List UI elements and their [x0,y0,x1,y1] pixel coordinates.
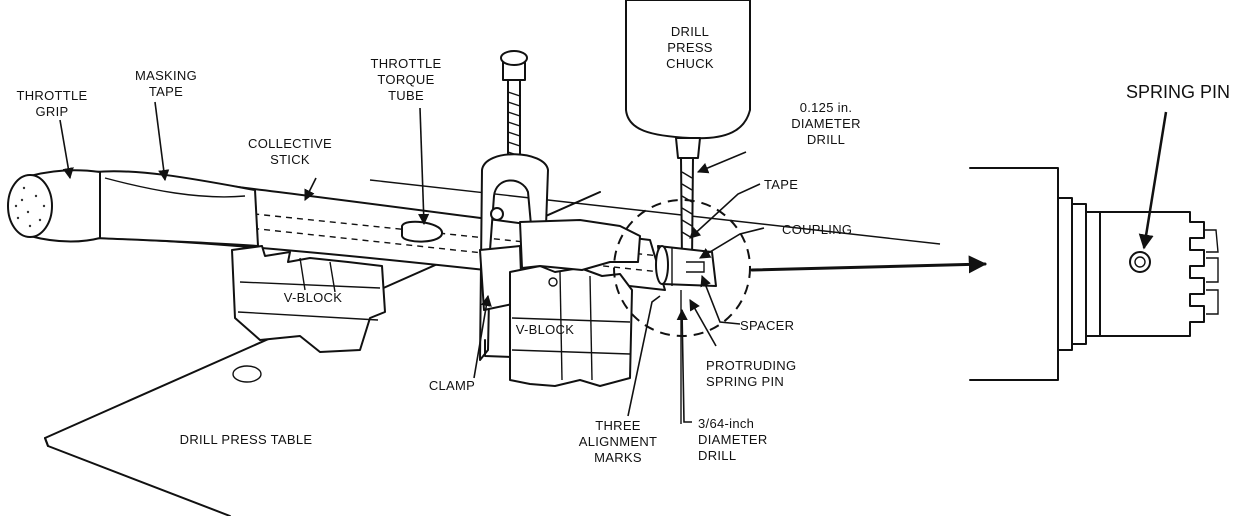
masking-tape [94,170,259,247]
label-throttle-grip: THROTTLE GRIP [16,88,87,119]
svg-text:DRILL: DRILL [671,24,709,39]
svg-text:0.125 in.: 0.125 in. [800,100,853,115]
svg-text:DIAMETER: DIAMETER [791,116,861,131]
label-drill-press-chuck: DRILL PRESS CHUCK [666,24,714,71]
label-collective-stick: COLLECTIVE STICK [248,136,332,167]
svg-text:STICK: STICK [270,152,310,167]
svg-text:3/64-inch: 3/64-inch [698,416,754,431]
label-masking-tape: MASKING TAPE [135,68,197,99]
label-tape: TAPE [764,177,798,192]
label-clamp: CLAMP [429,378,475,393]
svg-text:DRILL: DRILL [698,448,736,463]
svg-text:THREE: THREE [595,418,641,433]
leader-lines [59,101,1168,423]
svg-text:TUBE: TUBE [388,88,424,103]
svg-text:ALIGNMENT: ALIGNMENT [579,434,658,449]
svg-text:PROTRUDING: PROTRUDING [706,358,796,373]
label-spring-pin: SPRING PIN [1126,82,1230,102]
label-three-alignment-marks: THREE ALIGNMENT MARKS [579,418,658,465]
svg-text:GRIP: GRIP [36,104,69,119]
label-spacer: SPACER [740,318,794,333]
svg-text:DIAMETER: DIAMETER [698,432,768,447]
svg-text:THROTTLE: THROTTLE [370,56,441,71]
label-throttle-torque-tube: THROTTLE TORQUE TUBE [370,56,441,103]
svg-text:MARKS: MARKS [594,450,642,465]
svg-text:TORQUE: TORQUE [377,72,434,87]
drill-bit-0125 [680,157,694,263]
label-v-block-right: V-BLOCK [516,322,574,337]
label-drill-press-table: DRILL PRESS TABLE [180,432,313,447]
label-protruding-spring-pin: PROTRUDING SPRING PIN [706,358,796,389]
label-v-block-left: V-BLOCK [284,290,342,305]
svg-text:TAPE: TAPE [149,84,183,99]
svg-text:CHUCK: CHUCK [666,56,714,71]
throttle-torque-tube [401,220,443,243]
detail-coupling-view [969,167,1219,381]
svg-text:DRILL: DRILL [807,132,845,147]
label-drill-0125: 0.125 in. DIAMETER DRILL [791,100,861,147]
v-block-right [509,219,641,387]
svg-text:COLLECTIVE: COLLECTIVE [248,136,332,151]
svg-text:THROTTLE: THROTTLE [16,88,87,103]
label-coupling: COUPLING [782,222,852,237]
throttle-grip [7,169,101,243]
svg-text:SPRING PIN: SPRING PIN [706,374,784,389]
svg-text:MASKING: MASKING [135,68,197,83]
svg-text:PRESS: PRESS [667,40,713,55]
drill-press-chuck [625,0,751,159]
v-block-left [231,245,386,353]
label-drill-3-64: 3/64-inch DIAMETER DRILL [698,416,768,463]
coupling [655,245,717,287]
detail-arrow [750,255,987,274]
